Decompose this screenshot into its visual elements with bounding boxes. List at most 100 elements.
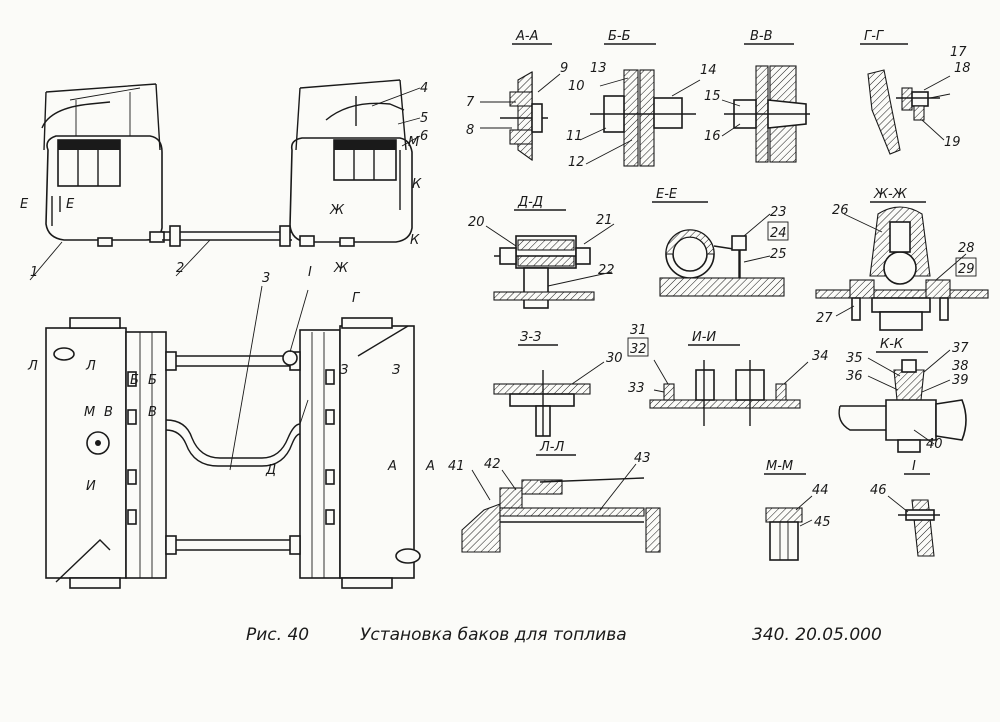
part-31: 31 <box>630 323 647 338</box>
marker-a2: А <box>425 459 435 474</box>
section-title-gg: Г-Г <box>864 29 885 44</box>
section-titles: А-А Б-Б В-В Г-Г Д-Д Е-Е Ж-Ж З-З И-И К-К … <box>515 29 916 474</box>
part-14: 14 <box>700 63 717 78</box>
part-6: 6 <box>420 129 428 144</box>
part-26: 26 <box>832 203 849 218</box>
part-33: 33 <box>628 381 645 396</box>
part-7: 7 <box>466 95 475 110</box>
marker-v2: В <box>148 405 157 420</box>
part-3: 3 <box>262 271 270 286</box>
marker-k1: К <box>412 177 422 192</box>
marker-m2: М <box>84 405 95 420</box>
caption: Рис. 40 Установка баков для топлива 340.… <box>246 625 882 645</box>
part-29: 29 <box>958 262 975 277</box>
part-23: 23 <box>770 205 787 220</box>
part-21: 21 <box>596 213 613 228</box>
section-vv <box>721 65 810 163</box>
part-24: 24 <box>770 226 787 241</box>
part-19: 19 <box>944 135 961 150</box>
section-title-ii: И-И <box>692 330 716 345</box>
detail-i <box>887 495 940 557</box>
part-41: 41 <box>448 459 465 474</box>
part-16: 16 <box>704 129 721 144</box>
marker-zh2: Ж <box>333 261 349 276</box>
part-36: 36 <box>846 369 863 384</box>
marker-e2: Е <box>66 197 75 212</box>
marker-a1: А <box>387 459 397 474</box>
part-37: 37 <box>952 341 969 356</box>
marker-m1: М <box>408 135 419 150</box>
marker-l2: Л <box>85 359 96 374</box>
marker-k2: К <box>410 233 420 248</box>
view-markers: Е Е М К К Ж Ж I Г Л Л Б Б М В В И З З Д … <box>20 135 435 494</box>
part-38: 38 <box>952 359 969 374</box>
marker-e1: Е <box>20 197 29 212</box>
section-gg <box>867 69 951 155</box>
part-11: 11 <box>566 129 583 144</box>
section-kk <box>838 349 967 453</box>
section-ee <box>659 213 785 297</box>
part-34: 34 <box>812 349 829 364</box>
section-title-zhzh: Ж-Ж <box>873 187 908 202</box>
marker-g: Г <box>352 291 361 306</box>
part-45: 45 <box>814 515 831 530</box>
section-title-vv: В-В <box>750 29 773 44</box>
part-27: 27 <box>816 311 833 326</box>
part-1: 1 <box>30 265 38 280</box>
section-underlines <box>512 43 930 475</box>
section-zhzh <box>815 206 989 331</box>
section-aa <box>480 71 561 162</box>
part-44: 44 <box>812 483 829 498</box>
section-zz <box>493 361 605 437</box>
marker-v1: В <box>104 405 113 420</box>
part-2: 2 <box>176 261 184 276</box>
part-32: 32 <box>630 342 647 357</box>
part-numbers: 1 2 3 4 5 6 7 8 9 10 11 12 13 14 15 16 1… <box>30 45 977 530</box>
section-mm <box>765 495 813 561</box>
part-35: 35 <box>846 351 863 366</box>
part-12: 12 <box>568 155 585 170</box>
drawing-code: 340. 20.05.000 <box>752 625 882 645</box>
section-ll <box>461 463 661 553</box>
figure-number: Рис. 40 <box>246 625 309 645</box>
part-32-box <box>627 337 649 357</box>
section-title-ll: Л-Л <box>539 440 564 455</box>
marker-d: Д <box>265 463 276 478</box>
part-20: 20 <box>468 215 485 230</box>
part-8: 8 <box>466 123 474 138</box>
section-dd <box>485 223 615 309</box>
part-24-box <box>767 221 789 241</box>
marker-b1: Б <box>130 373 139 388</box>
figure-title: Установка баков для топлива <box>360 625 627 645</box>
marker-zh1: Ж <box>329 203 345 218</box>
section-title-i: I <box>912 459 916 474</box>
part-9: 9 <box>560 61 568 76</box>
section-ii <box>649 359 809 426</box>
part-42: 42 <box>484 457 501 472</box>
tanks-plan-view <box>45 285 421 589</box>
section-title-aa: А-А <box>515 29 538 44</box>
section-title-mm: М-М <box>766 459 793 474</box>
part-28: 28 <box>958 241 975 256</box>
part-17: 17 <box>950 45 967 60</box>
tanks-side-view <box>29 79 421 281</box>
section-title-dd: Д-Д <box>517 195 543 210</box>
part-30: 30 <box>606 351 623 366</box>
marker-i: I <box>308 265 312 280</box>
marker-z1: З <box>340 363 348 378</box>
section-title-bb: Б-Б <box>608 29 631 44</box>
section-bb <box>579 69 701 167</box>
part-15: 15 <box>704 89 721 104</box>
part-18: 18 <box>954 61 971 76</box>
part-40: 40 <box>926 437 943 452</box>
marker-b2: Б <box>148 373 157 388</box>
marker-l1: Л <box>27 359 38 374</box>
section-title-zz: З-З <box>520 330 541 345</box>
marker-z2: З <box>392 363 400 378</box>
part-25: 25 <box>770 247 787 262</box>
part-29-box <box>955 257 977 277</box>
part-39: 39 <box>952 373 969 388</box>
part-4: 4 <box>420 81 428 96</box>
